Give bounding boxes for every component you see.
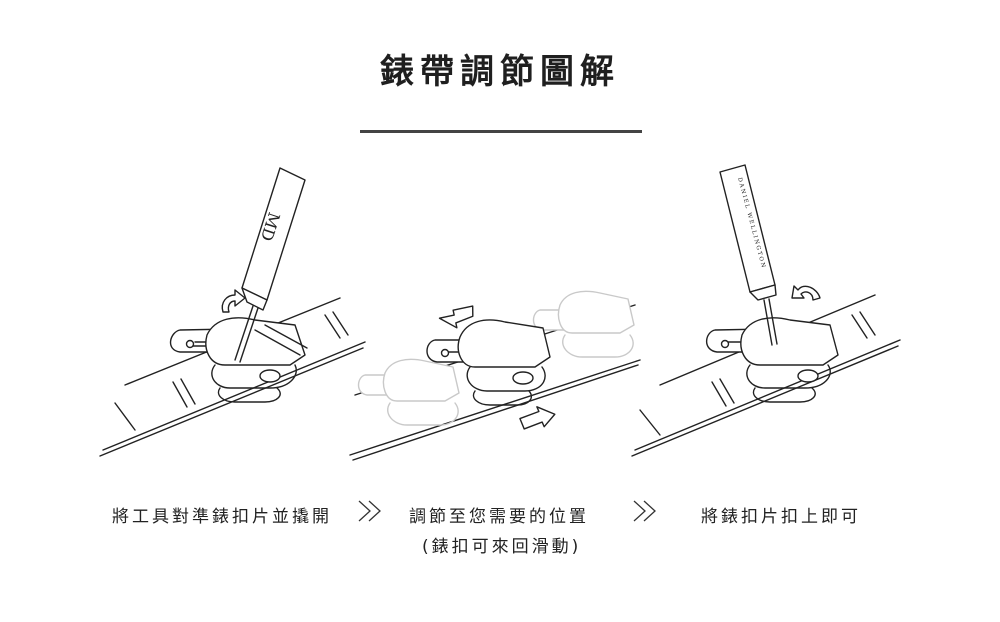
step2-illustration	[349, 290, 641, 461]
chevron-right-icon	[358, 500, 381, 522]
step3-rotate-arrow-icon	[791, 285, 821, 301]
page-title: 錶帶調節圖解	[380, 52, 620, 92]
step2-sublabel: (錶扣可來回滑動)	[422, 537, 582, 557]
step1-illustration: MD	[99, 167, 366, 457]
step3-tool	[719, 164, 778, 346]
step1-rotate-arrow-icon	[221, 289, 246, 313]
step1-label: 將工具對準錶扣片並撬開	[112, 507, 332, 527]
step2-arrow-left-icon	[438, 305, 474, 329]
step3-clasp	[705, 317, 839, 403]
step1-tool	[234, 167, 306, 363]
title-divider	[360, 130, 642, 133]
step2-label: 調節至您需要的位置	[409, 507, 589, 527]
step3-label: 將錶扣片扣上即可	[701, 507, 861, 527]
chevron-right-icon	[633, 500, 656, 522]
step3-illustration: DANIEL WELLINGTON	[631, 164, 901, 457]
step2-arrow-right-icon	[519, 406, 556, 430]
step2-ghost-clasp-left	[357, 358, 460, 426]
step1-clasp	[169, 317, 308, 403]
step2-clasp	[426, 319, 551, 406]
step2-ghost-clasp-right	[532, 290, 635, 358]
